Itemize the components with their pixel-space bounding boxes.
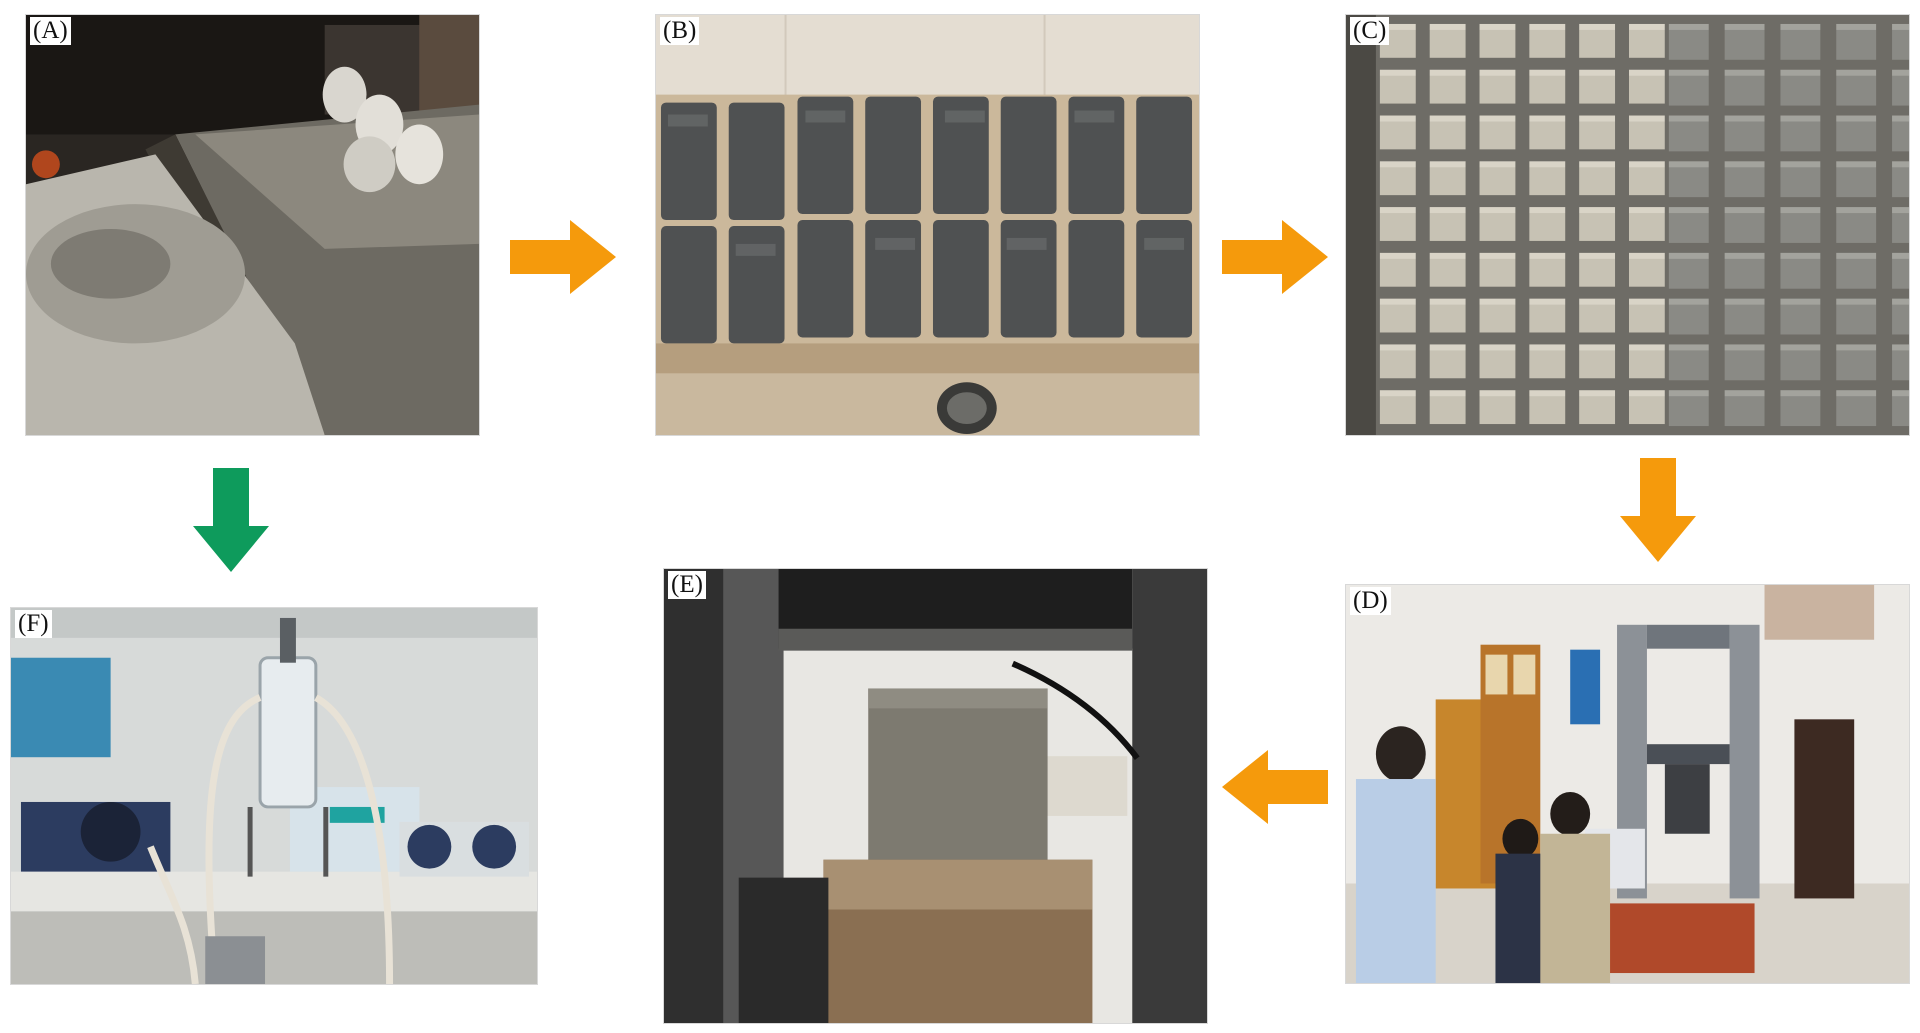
compression-test-photo [664, 569, 1207, 1023]
mixing-pit-photo [26, 15, 479, 435]
panel-label-e: (E) [668, 571, 706, 599]
arrow-down-icon [193, 468, 269, 572]
photo-panel-e: (E) [663, 568, 1208, 1024]
arrow-right-icon [1222, 220, 1328, 294]
photo-panel-d: (D) [1345, 584, 1910, 984]
photo-panel-c: (C) [1345, 14, 1910, 436]
specimen-molds-photo [656, 15, 1199, 435]
testing-lab-photo [1346, 585, 1909, 983]
cured-cubes-photo [1346, 15, 1909, 435]
panel-label-d: (D) [1350, 587, 1391, 615]
arrow-down-icon [1620, 458, 1696, 562]
photo-panel-f: (F) [10, 607, 538, 985]
arrow-left-icon [1222, 750, 1328, 824]
panel-label-f: (F) [15, 610, 52, 638]
panel-label-c: (C) [1350, 17, 1390, 45]
photo-panel-a: (A) [25, 14, 480, 436]
arrow-right-icon [510, 220, 616, 294]
panel-label-b: (B) [660, 17, 700, 45]
panel-label-a: (A) [30, 17, 71, 45]
photo-panel-b: (B) [655, 14, 1200, 436]
permeation-apparatus-photo [11, 608, 537, 984]
